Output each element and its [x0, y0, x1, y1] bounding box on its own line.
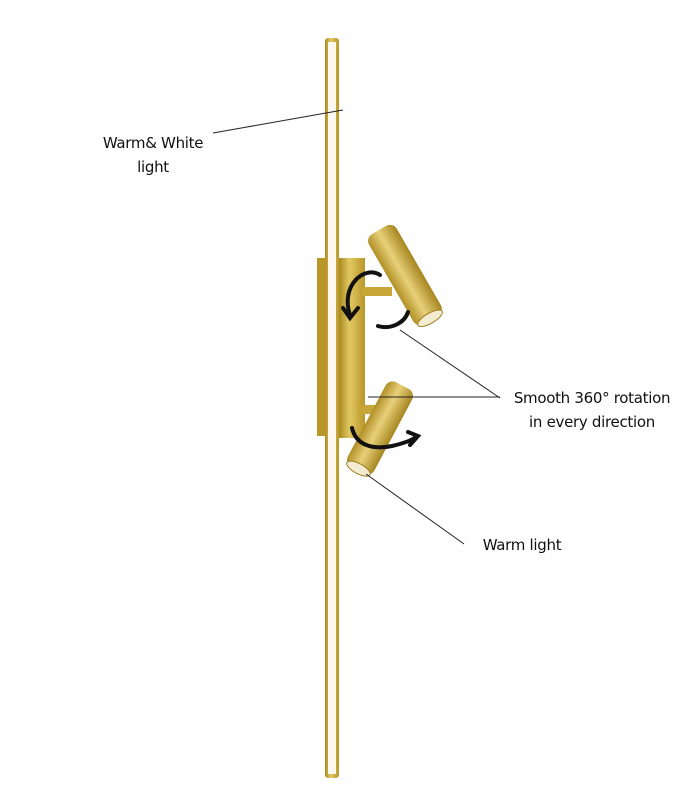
mounting-plate [317, 258, 365, 438]
warm-light-label: Warm light [482, 536, 562, 554]
label-line: in every direction [529, 413, 655, 431]
label-line: Warm& White [102, 134, 204, 152]
label-line: light [137, 158, 169, 176]
lower-spotlight [346, 381, 413, 477]
callout-lines [212, 109, 501, 545]
upper-spotlight [362, 224, 443, 328]
rotation-arrow-icon [350, 426, 422, 450]
rotation-label: Smooth 360° rotation in every direction [500, 386, 684, 434]
light-bar [325, 38, 339, 778]
label-line: Smooth 360° rotation [513, 389, 671, 407]
warm-white-light-label: Warm& White light [88, 131, 218, 179]
rotation-arrow-icon [341, 270, 410, 329]
